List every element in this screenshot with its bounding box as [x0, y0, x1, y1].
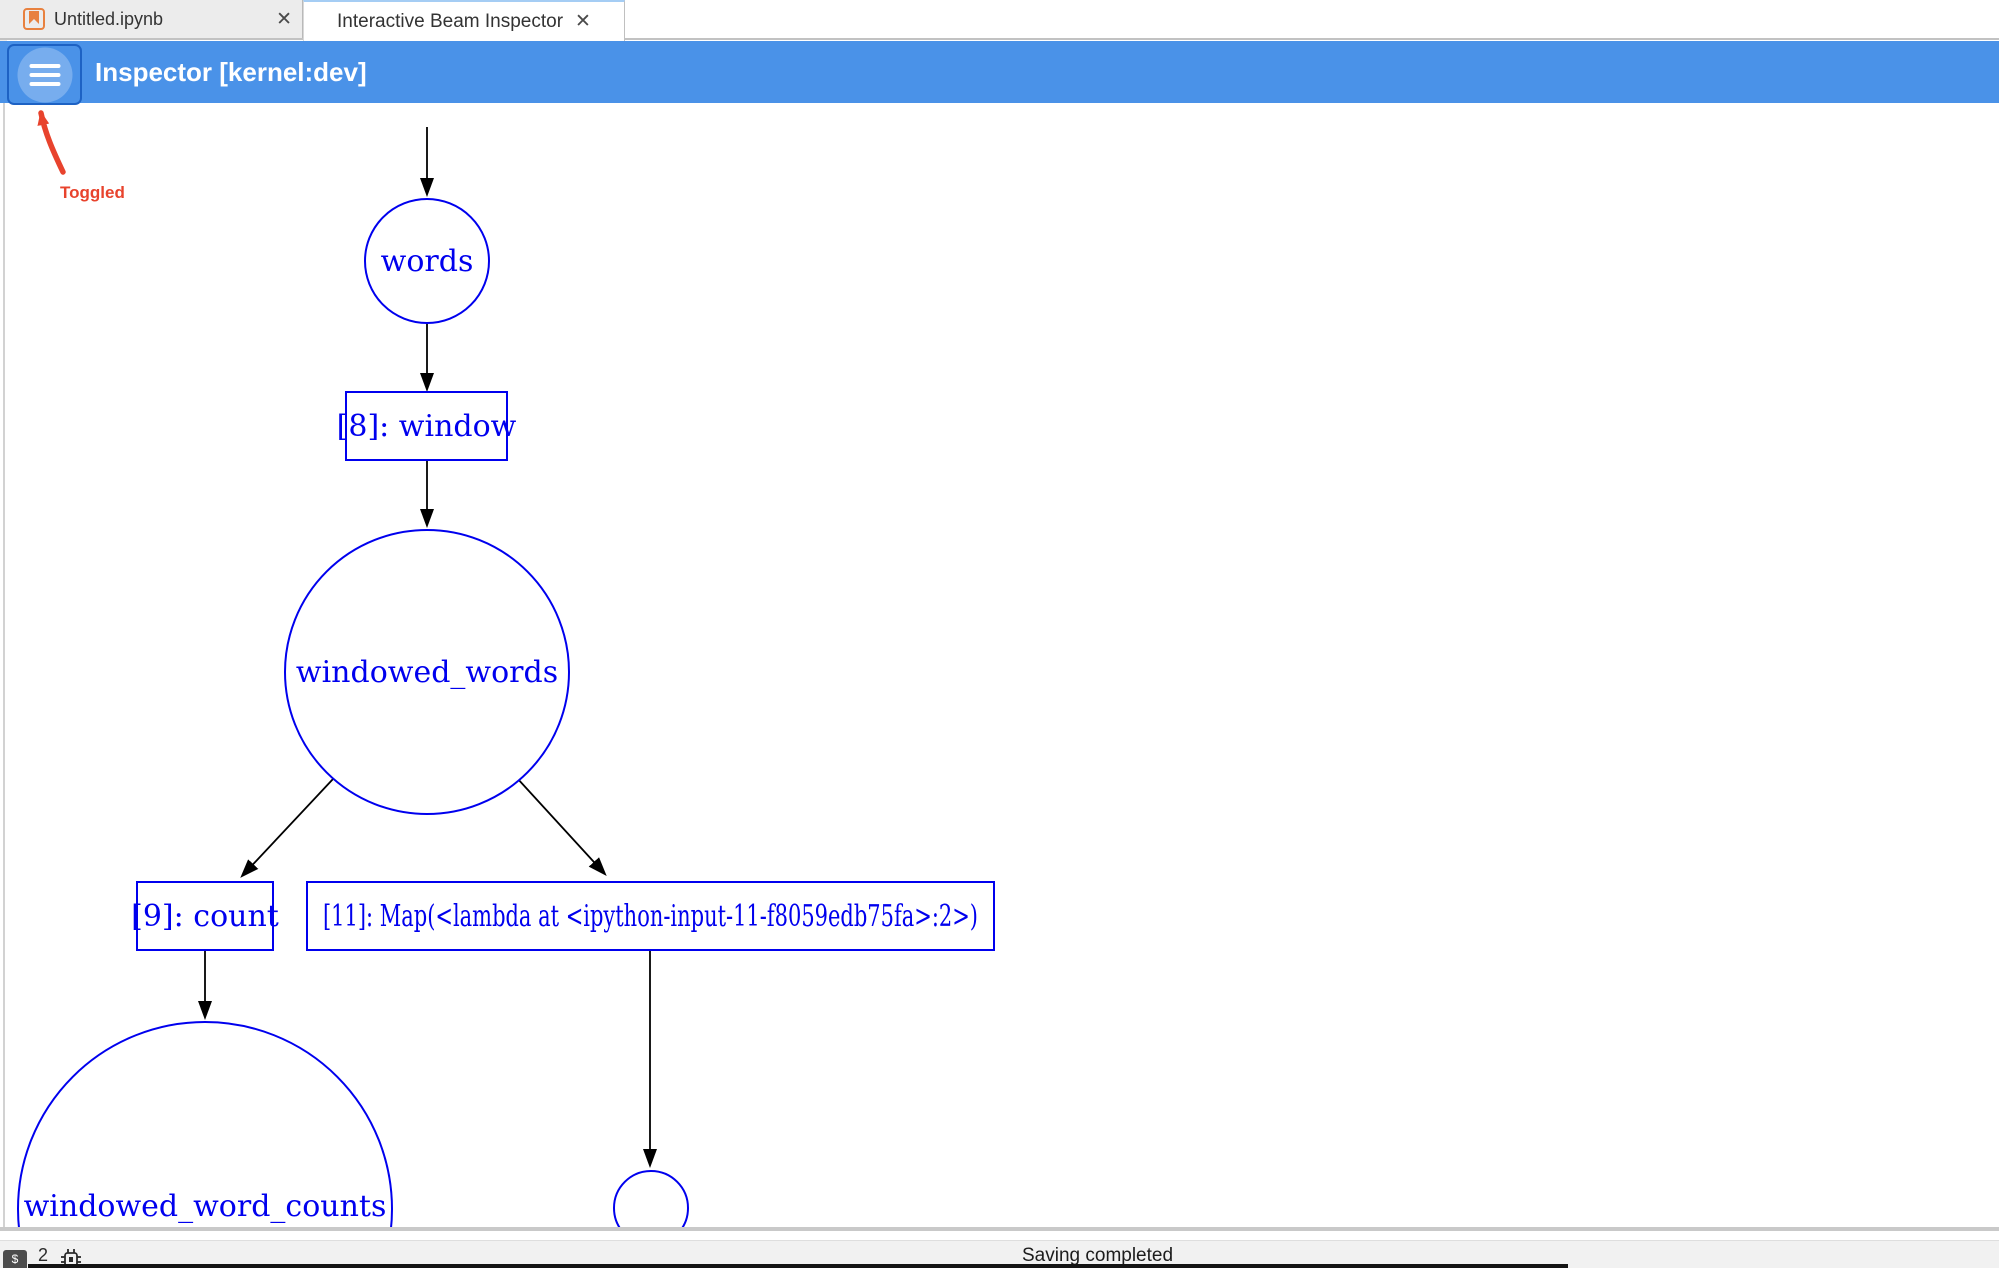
- close-icon[interactable]: ✕: [575, 11, 591, 32]
- inspector-title: Inspector [kernel:dev]: [95, 57, 367, 87]
- diagram-label-count: [9]: count: [131, 899, 279, 934]
- notebook-icon: [23, 8, 45, 30]
- tab-bar-left-margin: [0, 0, 13, 38]
- diagram-edge-windowed-words-to-count: [240, 778, 334, 878]
- diagram-label-window: [8]: window: [337, 409, 517, 444]
- tab-label: Untitled.ipynb: [54, 8, 164, 29]
- content-bottom-border: [0, 1227, 1999, 1231]
- menu-toggle-button[interactable]: [7, 44, 82, 105]
- diagram-node-windowed-word-counts: [17, 1021, 393, 1231]
- diagram-node-map-lambda: [306, 881, 995, 951]
- diagram-label-windowed-word-counts: windowed_word_counts: [24, 1189, 387, 1224]
- window-bottom-edge: [28, 1264, 1568, 1268]
- toggled-annotation-label: Toggled: [60, 183, 125, 202]
- kernel-count[interactable]: 2: [38, 1245, 49, 1265]
- tab-untitled-notebook[interactable]: Untitled.ipynb ✕: [13, 0, 303, 38]
- hamburger-icon: [29, 63, 60, 86]
- tab-label: Interactive Beam Inspector: [337, 10, 564, 32]
- diagram-node-windowed-words: [284, 529, 570, 815]
- diagram-label-words: words: [381, 244, 474, 279]
- status-bar: $ 2 Saving completed: [0, 1240, 1999, 1268]
- status-message: Saving completed: [1022, 1245, 1174, 1266]
- diagram-label-map-lambda: [11]: Map(<lambda at <ipython-input-11-f…: [323, 899, 978, 934]
- diagram-node-count: [136, 881, 274, 951]
- tab-bar: Untitled.ipynb ✕ Interactive Beam Inspec…: [0, 0, 1999, 41]
- close-icon[interactable]: ✕: [276, 8, 292, 30]
- tab-interactive-beam-inspector[interactable]: Interactive Beam Inspector ✕: [303, 0, 625, 41]
- diagram-node-words: [364, 198, 490, 324]
- terminal-icon[interactable]: $: [3, 1250, 27, 1268]
- diagram-edge-windowed-words-to-map: [516, 777, 607, 876]
- left-edge-divider: [3, 103, 5, 1229]
- diagram-label-windowed-words: windowed_words: [296, 655, 558, 690]
- inspector-header: Inspector [kernel:dev]: [0, 41, 1999, 105]
- diagram-node-output-pcollection: [613, 1170, 689, 1231]
- beam-pipeline-diagram: words [8]: window windowed_words [9]: count…: [17, 127, 995, 1231]
- diagram-node-window: [345, 391, 508, 461]
